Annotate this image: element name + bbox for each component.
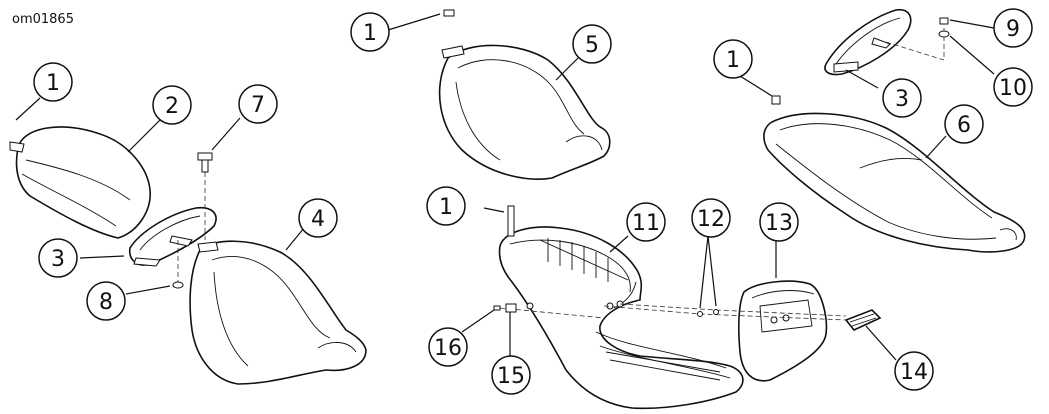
figure-id-label: om01865: [12, 12, 74, 27]
svg-text:3: 3: [895, 87, 909, 112]
callout-5: 5: [572, 24, 612, 64]
backrest-hardware: [493, 302, 847, 321]
svg-text:1: 1: [439, 195, 453, 220]
callout-9: 9: [993, 8, 1033, 48]
callout-1-c: 1: [426, 186, 466, 226]
callout-1-b: 1: [350, 12, 390, 52]
callout-1-a: 1: [33, 62, 73, 102]
callout-4: 4: [298, 198, 338, 238]
solo-seat-top: [438, 9, 611, 180]
callout-11: 11: [626, 202, 666, 242]
svg-text:10: 10: [999, 76, 1027, 101]
callout-2: 2: [152, 85, 192, 125]
callout-12: 12: [691, 198, 731, 238]
svg-text:2: 2: [165, 94, 179, 119]
callout-3-a: 3: [38, 238, 78, 278]
backrest-bracket: [844, 309, 882, 331]
callout-3-b: 3: [882, 78, 922, 118]
seat-strap-right: [824, 8, 950, 76]
callout-1-d: 1: [713, 39, 753, 79]
solo-seat-left: [189, 240, 367, 385]
svg-text:9: 9: [1006, 17, 1020, 42]
svg-text:1: 1: [726, 48, 740, 73]
svg-text:16: 16: [434, 336, 462, 361]
callout-16: 16: [428, 327, 468, 367]
svg-text:15: 15: [497, 364, 525, 389]
callout-7: 7: [238, 84, 278, 124]
seat-with-backrest: [498, 205, 744, 410]
callout-8: 8: [86, 281, 126, 321]
svg-text:7: 7: [251, 93, 265, 118]
svg-text:5: 5: [585, 33, 599, 58]
seat-strap-left: [128, 206, 217, 267]
svg-text:14: 14: [900, 360, 928, 385]
callout-13: 13: [759, 202, 799, 242]
callout-14: 14: [894, 351, 934, 391]
leader-lines: [15, 13, 995, 361]
two-up-seat: [763, 95, 1026, 253]
svg-text:12: 12: [697, 207, 725, 232]
svg-text:1: 1: [46, 71, 60, 96]
svg-text:3: 3: [51, 247, 65, 272]
svg-text:6: 6: [957, 113, 971, 138]
svg-text:1: 1: [363, 21, 377, 46]
callout-15: 15: [491, 355, 531, 395]
svg-text:11: 11: [632, 211, 660, 236]
backrest-pad: [738, 280, 828, 382]
stud-and-washer: [172, 152, 213, 289]
callout-6: 6: [944, 104, 984, 144]
svg-text:13: 13: [765, 211, 793, 236]
svg-text:8: 8: [99, 290, 113, 315]
svg-text:4: 4: [311, 207, 325, 232]
callout-10: 10: [993, 67, 1033, 107]
pillion-seat: [9, 126, 151, 239]
